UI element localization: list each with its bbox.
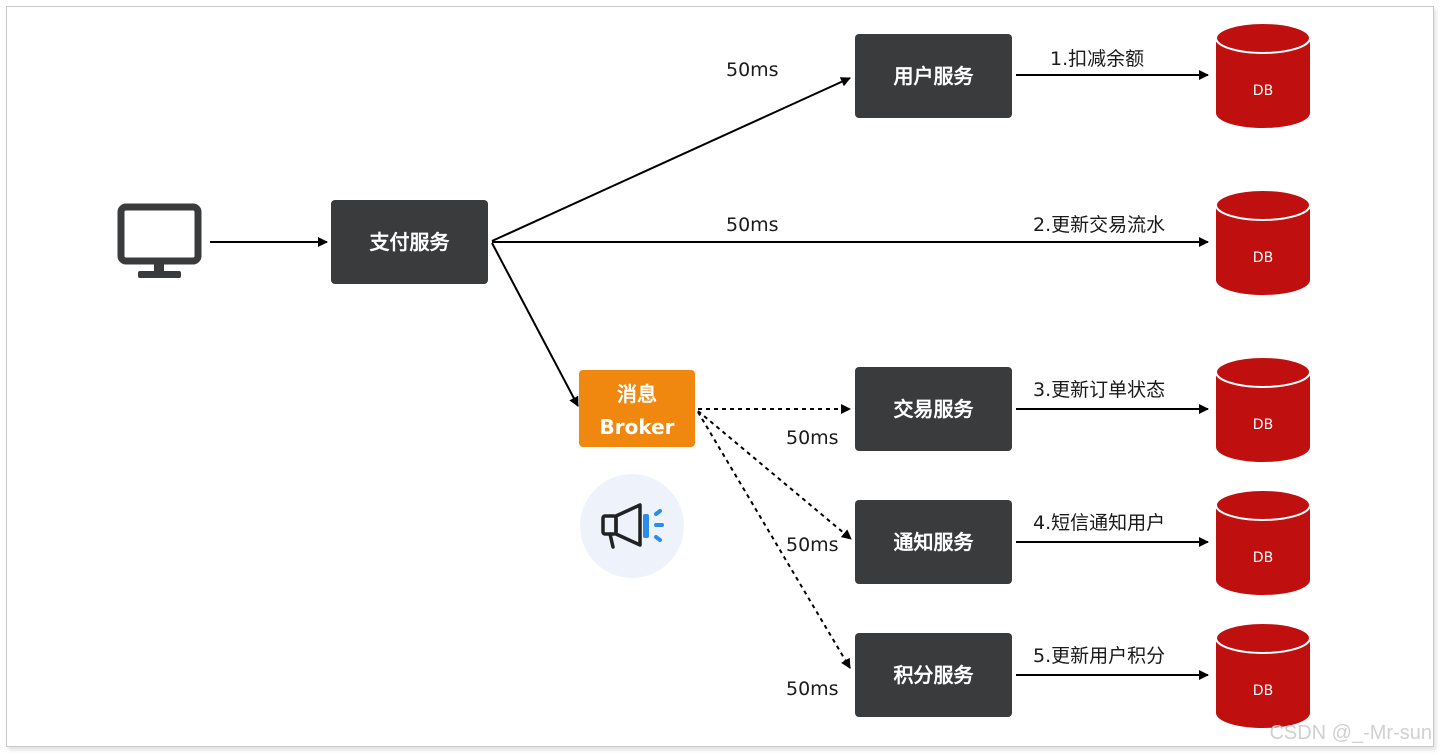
dashed-broker-to-notify bbox=[697, 410, 852, 540]
action-label-5: 5.更新用户积分 bbox=[1033, 645, 1165, 667]
action-label-4: 4.短信通知用户 bbox=[1033, 512, 1165, 534]
db-label-3: DB bbox=[1253, 417, 1273, 433]
db-label-1: DB bbox=[1253, 83, 1273, 99]
pay-service-label: 支付服务 bbox=[370, 230, 451, 254]
database-4: DB bbox=[1215, 489, 1311, 595]
latency-label-points: 50ms bbox=[786, 678, 839, 700]
monitor-icon bbox=[117, 203, 202, 278]
db-label-2: DB bbox=[1253, 250, 1273, 266]
pay-service-box: 支付服务 bbox=[331, 200, 488, 284]
arrow-pay-to-user-service bbox=[491, 77, 851, 242]
user-service-box: 用户服务 bbox=[855, 34, 1012, 118]
database-5: DB bbox=[1215, 622, 1311, 728]
action-label-2: 2.更新交易流水 bbox=[1033, 214, 1165, 236]
db-label-5: DB bbox=[1253, 683, 1273, 699]
database-1: DB bbox=[1215, 22, 1311, 128]
arrow-pay-to-broker bbox=[491, 242, 579, 407]
action-label-3: 3.更新订单状态 bbox=[1033, 379, 1165, 401]
notify-service-box: 通知服务 bbox=[855, 500, 1012, 584]
points-service-box: 积分服务 bbox=[855, 633, 1012, 717]
user-service-label: 用户服务 bbox=[894, 64, 975, 88]
broker-box: 消息 Broker bbox=[579, 370, 695, 447]
trade-service-box: 交易服务 bbox=[855, 367, 1012, 451]
db-label-4: DB bbox=[1253, 550, 1273, 566]
database-2: DB bbox=[1215, 189, 1311, 295]
latency-label-notify: 50ms bbox=[786, 534, 839, 556]
broker-label-line1: 消息 bbox=[617, 382, 657, 406]
latency-label-trade: 50ms bbox=[786, 427, 839, 449]
notify-service-label: 通知服务 bbox=[894, 530, 975, 554]
trade-service-label: 交易服务 bbox=[894, 397, 975, 421]
megaphone-icon bbox=[580, 474, 684, 578]
latency-label-ledger: 50ms bbox=[726, 214, 779, 236]
broker-label-line2: Broker bbox=[599, 415, 674, 439]
watermark: CSDN @_-Mr-sun bbox=[1269, 722, 1432, 744]
action-label-1: 1.扣减余额 bbox=[1050, 48, 1144, 70]
database-3: DB bbox=[1215, 356, 1311, 462]
latency-label-user: 50ms bbox=[726, 59, 779, 81]
diagram-frame bbox=[6, 6, 1434, 747]
points-service-label: 积分服务 bbox=[894, 663, 975, 687]
dashed-broker-to-points bbox=[697, 411, 851, 669]
